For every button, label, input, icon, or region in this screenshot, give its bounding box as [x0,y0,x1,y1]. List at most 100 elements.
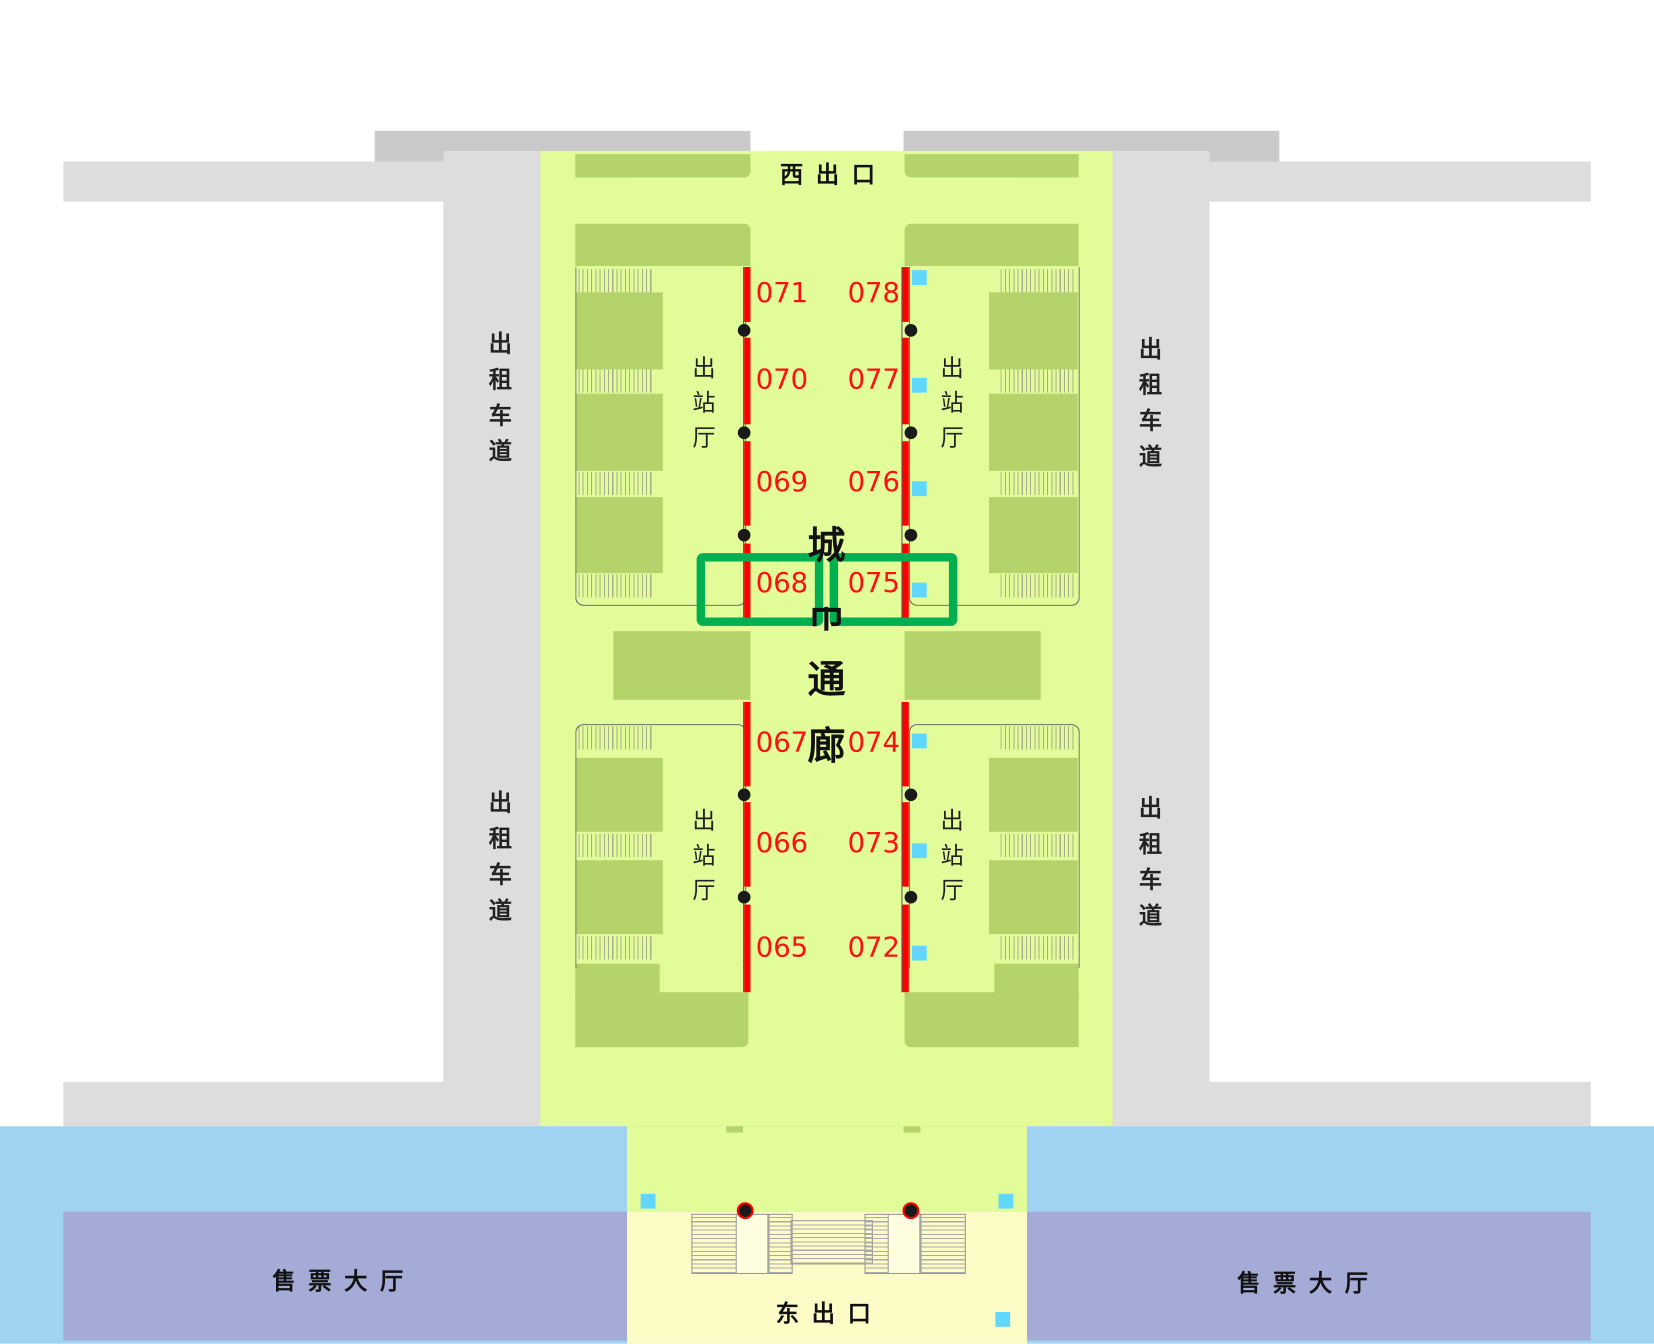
pillar [726,1126,744,1133]
gate-label-065[interactable]: 065 [755,931,809,964]
marker-icon [911,582,927,598]
platform-block [904,223,1079,266]
stairs [1000,833,1075,858]
platform-block [989,292,1078,370]
stairs [1000,726,1075,750]
stairs [1000,936,1075,960]
stairs [1000,471,1075,496]
gate-label-077[interactable]: 077 [847,364,900,396]
exit-hall-frame [575,724,747,968]
marker-icon [911,270,927,285]
marker-icon [911,481,927,497]
stairs [1000,269,1075,293]
exit-hall-label: 出站厅 [692,808,716,905]
exit-hall-label: 出站厅 [692,355,716,452]
gate-line [902,267,909,322]
stairs [578,471,653,496]
stairs [1000,574,1075,598]
platform-block [575,292,663,370]
corridor-char: 通 [807,658,846,702]
gate-post-icon [737,528,751,542]
gate-line [902,543,909,626]
gate-label-072[interactable]: 072 [847,931,900,964]
stairs [919,1213,966,1275]
gate-line [744,802,751,887]
platform-block [575,393,663,471]
gate-line [902,701,909,787]
stairs [691,1213,738,1275]
gate-marker-icon [902,1202,920,1220]
platform-block [994,963,1079,996]
platform-block [989,860,1078,935]
stairs [864,1213,890,1275]
marker-icon [911,945,927,961]
gate-label-070[interactable]: 070 [755,364,809,396]
stairs [578,269,653,293]
platform-block [989,393,1078,471]
taxi-lane-label: 出租车道 [1138,336,1163,471]
gate-label-074[interactable]: 074 [847,727,900,759]
platform-block [904,992,1079,1048]
gate-post-icon [904,324,918,337]
platform-block [575,154,751,178]
stairs [578,936,653,960]
gate-post-icon [904,890,918,904]
platform-block [613,631,751,700]
platform-block [989,757,1078,832]
gate-line [744,267,751,322]
pillar [887,1213,922,1275]
platform-block [904,631,1041,700]
gate-post-icon [737,426,751,440]
gate-line [744,543,751,626]
gate-label-071[interactable]: 071 [755,277,809,310]
marker-icon [995,1312,1011,1327]
ticket-hall-left [63,1211,627,1341]
marker-icon [998,1193,1014,1209]
stairs [578,574,653,598]
west-exit-label: 西出口 [780,162,888,189]
gate-post-icon [737,324,751,337]
corridor-char: 廊 [807,725,846,769]
gate-label-078[interactable]: 078 [847,277,900,310]
corridor-char: 城 [807,524,846,568]
gate-label-075[interactable]: 075 [847,567,900,600]
gate-label-068[interactable]: 068 [755,567,809,600]
marker-icon [911,843,927,859]
gate-label-076[interactable]: 076 [847,466,900,499]
gate-post-icon [904,528,918,542]
stairs [767,1213,793,1275]
east-exit-passage [626,1126,1028,1212]
gate-line [902,802,909,887]
pillar [903,1126,921,1133]
pillar [735,1213,770,1275]
platform-block [575,860,663,935]
gate-rail [743,701,745,993]
east-exit-label: 东出口 [775,1301,884,1328]
taxi-lane-label: 出租车道 [1138,795,1163,930]
ticket-hall-label: 售票大厅 [272,1268,416,1296]
marker-icon [911,377,927,393]
gate-line [902,904,909,993]
gate-label-066[interactable]: 066 [755,827,809,860]
highlight-gate-075[interactable] [829,553,958,626]
gate-marker-icon [736,1202,754,1220]
gate-label-073[interactable]: 073 [847,827,900,860]
gate-line [744,701,751,787]
taxi-lane-right [1104,150,1210,1127]
stairs [1000,369,1075,393]
marker-icon [640,1193,656,1209]
gate-line [744,441,751,526]
gate-post-icon [904,426,918,440]
platform-block [904,154,1079,178]
marker-icon [911,733,927,749]
platform-block [575,497,663,574]
stairs [578,833,653,858]
exit-hall-label: 出站厅 [940,355,964,452]
taxi-lane-label: 出租车道 [488,790,512,925]
platform-block [575,223,751,266]
gate-label-067[interactable]: 067 [755,727,809,759]
platform-block [575,992,749,1048]
gate-label-069[interactable]: 069 [755,466,809,499]
highlight-gate-068[interactable] [696,553,824,626]
